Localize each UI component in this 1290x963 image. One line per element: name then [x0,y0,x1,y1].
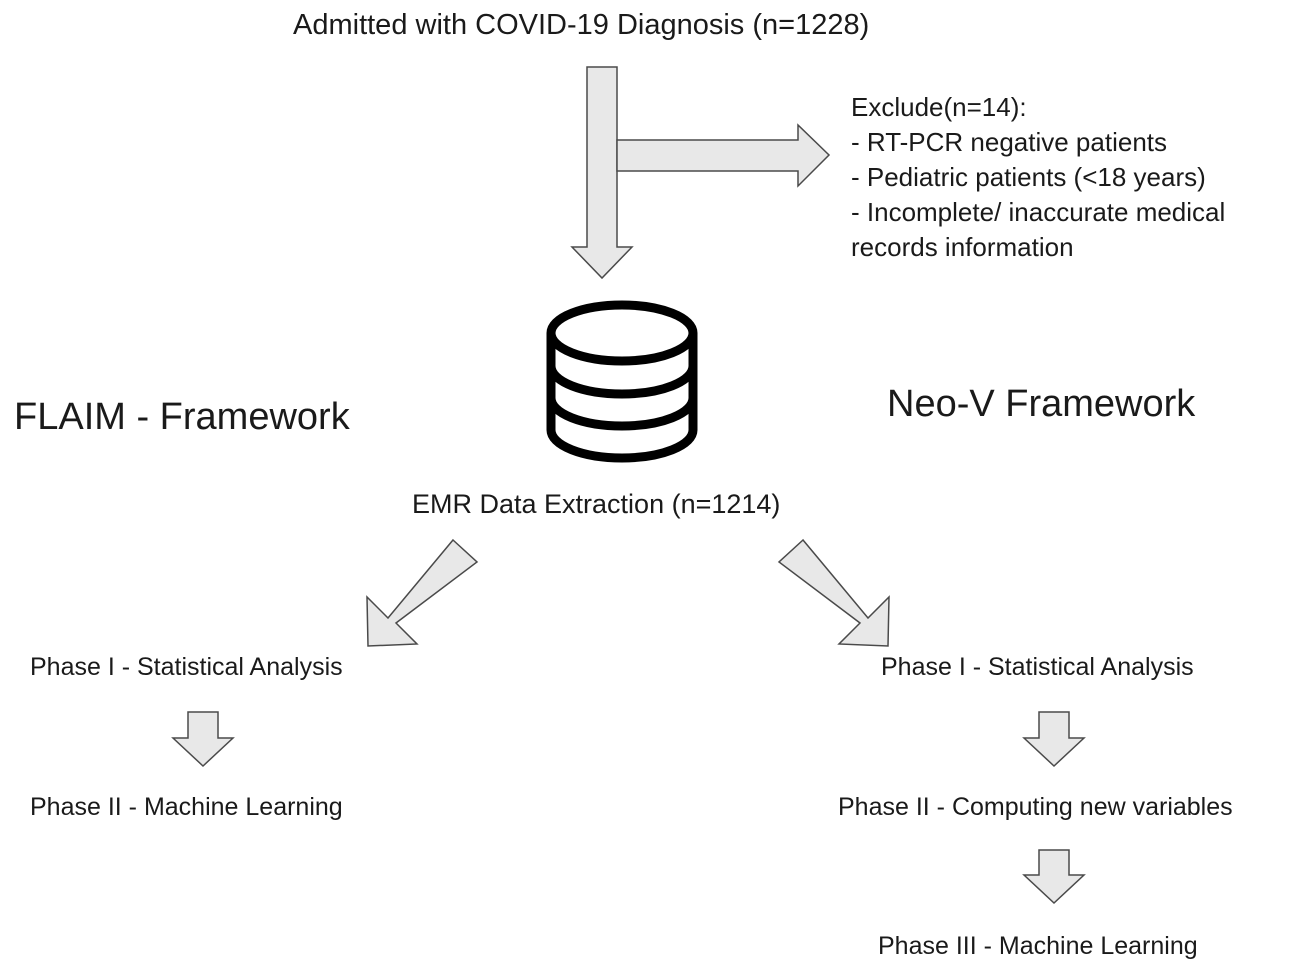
right-diagonal-arrow [777,538,890,647]
right-phase-3: Phase III - Machine Learning [878,932,1198,960]
exclude-arrow [616,123,831,188]
admission-title: Admitted with COVID-19 Diagnosis (n=1228… [293,9,870,41]
exclusion-heading: Exclude(n=14): [851,92,1027,122]
right-phase-arrow-2 [1022,849,1086,905]
main-down-arrow [570,66,634,280]
exclusion-item: records information [851,232,1074,262]
left-diagonal-arrow [366,538,479,647]
exclusion-item: - Pediatric patients (<18 years) [851,162,1206,192]
right-framework-title: Neo-V Framework [887,383,1196,425]
exclusion-item: - Incomplete/ inaccurate medical [851,197,1226,227]
left-phase-arrow [171,711,235,768]
database-label: EMR Data Extraction (n=1214) [412,489,781,519]
exclusion-item: - RT-PCR negative patients [851,127,1167,157]
right-phase-arrow-1 [1022,711,1086,768]
left-phase-2: Phase II - Machine Learning [30,793,343,821]
right-phase-2: Phase II - Computing new variables [838,793,1233,821]
left-phase-1: Phase I - Statistical Analysis [30,653,343,681]
right-phase-1: Phase I - Statistical Analysis [881,653,1194,681]
database-icon [546,300,698,463]
left-framework-title: FLAIM - Framework [14,396,350,438]
